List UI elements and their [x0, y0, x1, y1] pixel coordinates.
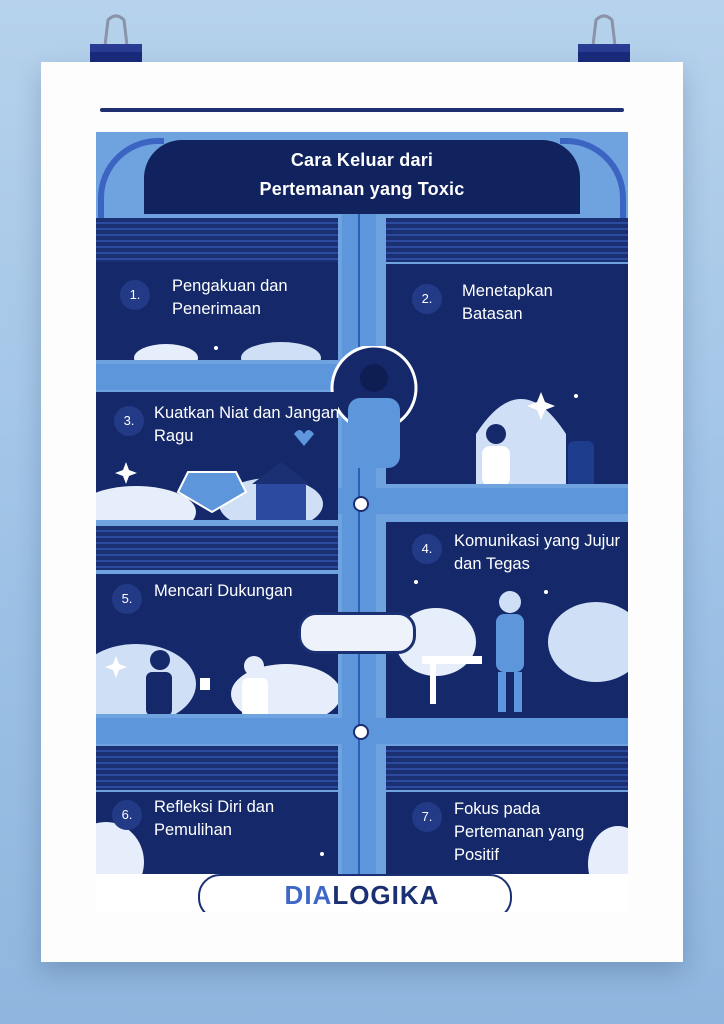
- dialogika-logo: DIALOGIKA: [96, 880, 628, 911]
- stripe-band-bottom-right: [386, 746, 628, 790]
- stripe-band-mid-left: [96, 526, 338, 570]
- step-label-2: Menetapkan Batasan: [462, 282, 553, 323]
- people-illustration-4: [396, 580, 628, 712]
- clouds-illustration-6: [96, 822, 324, 876]
- header-panel: [144, 140, 580, 214]
- infographic-poster: Cara Keluar dari Pertemanan yang Toxic 1…: [96, 132, 628, 912]
- stripe-band-top-right: [386, 218, 628, 262]
- step-label-3: Kuatkan Niat dan Jangan Ragu: [154, 404, 340, 445]
- step-label-5: Mencari Dukungan: [154, 582, 293, 600]
- village-illustration-3: [96, 430, 323, 520]
- logo-part-dia: DIA: [284, 880, 333, 910]
- poster-title-line2: Pertemanan yang Toxic: [259, 179, 465, 199]
- stripe-band-top-left: [96, 218, 338, 262]
- support-illustration-5: [96, 644, 338, 714]
- poster-title-line1: Cara Keluar dari: [290, 150, 434, 170]
- logo-part-logika: LOGIKA: [332, 880, 440, 910]
- step-number-7: 7.: [412, 802, 442, 832]
- person-center-icon: [330, 346, 418, 468]
- step-label-1: Pengakuan dan Penerimaan: [172, 277, 288, 318]
- step-panel-3: [96, 392, 338, 520]
- clouds-illustration-7: [588, 826, 628, 876]
- step-panel-7: [386, 792, 628, 876]
- step-label-6: Refleksi Diri dan Pemulihan: [154, 798, 275, 839]
- step-panel-1: [96, 262, 338, 360]
- step-panel-4: [386, 522, 628, 718]
- road-node-1: [353, 496, 369, 512]
- road-node-2: [353, 724, 369, 740]
- decorative-top-line: [100, 108, 624, 112]
- step-number-6: 6.: [112, 800, 142, 830]
- people-illustration-2: [476, 392, 594, 484]
- vertical-road-line: [358, 214, 360, 912]
- stripe-band-bottom-left: [96, 746, 338, 790]
- step-label-7: Fokus pada Pertemanan yang Positif: [454, 800, 585, 864]
- step-number-1: 1.: [120, 280, 150, 310]
- step-number-3: 3.: [114, 406, 144, 436]
- clouds-illustration-1: [134, 342, 321, 360]
- step-number-2: 2.: [412, 284, 442, 314]
- logo-frame: [198, 874, 512, 912]
- step-number-5: 5.: [112, 584, 142, 614]
- step-number-4: 4.: [412, 534, 442, 564]
- center-capsule: [298, 612, 416, 654]
- step-label-4: Komunikasi yang Jujur dan Tegas: [454, 532, 620, 573]
